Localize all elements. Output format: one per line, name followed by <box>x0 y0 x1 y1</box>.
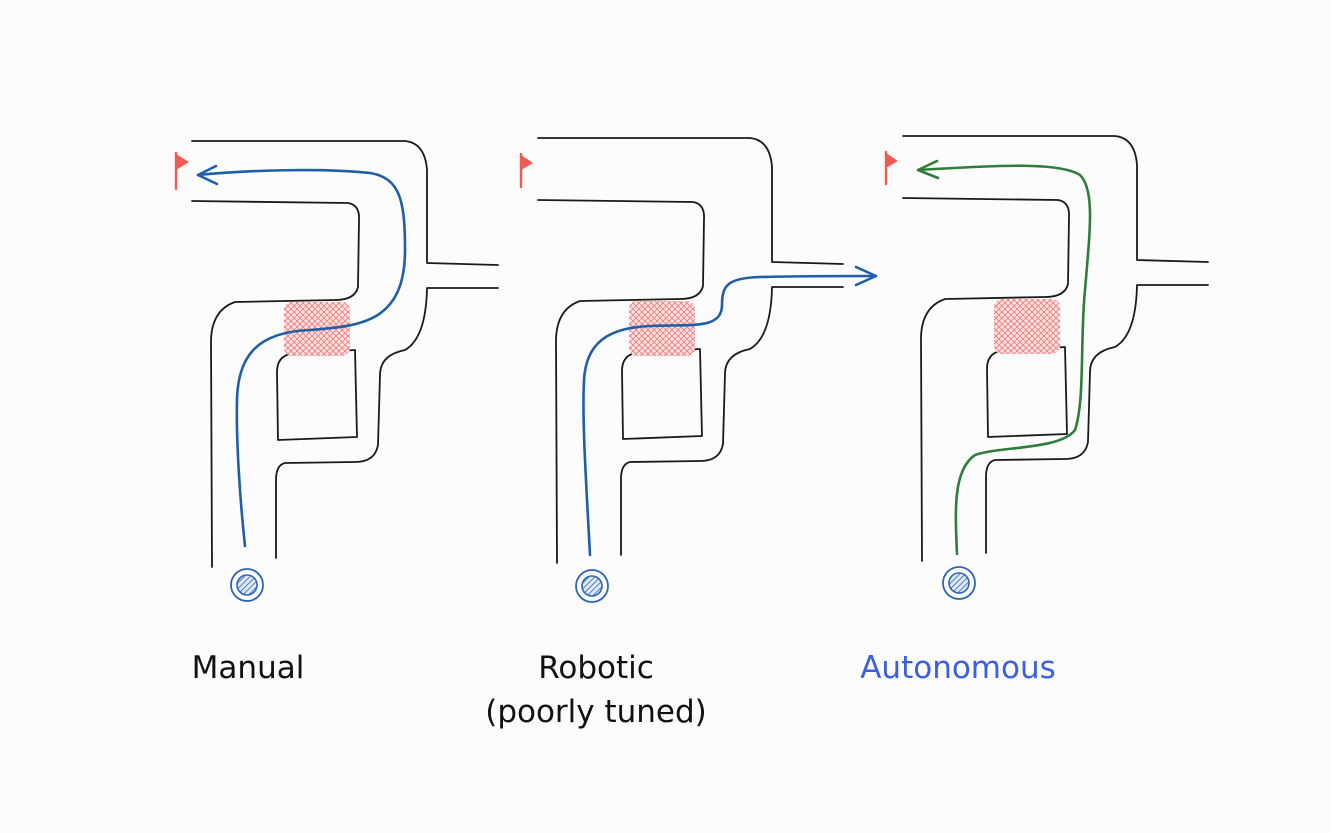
flag-icon <box>174 151 189 191</box>
hazard-zone <box>629 301 695 356</box>
track-walls <box>902 135 1209 562</box>
flag-icon <box>519 152 533 189</box>
caption-line: Robotic <box>538 650 654 686</box>
autonomous-path <box>916 164 1092 556</box>
caption-autonomous: Autonomous <box>838 646 1078 690</box>
arrow-head <box>854 265 878 287</box>
panel-manual <box>174 140 499 602</box>
start-marker-icon <box>230 568 264 602</box>
caption-line: Manual <box>191 650 305 686</box>
panel-robotic <box>519 137 878 603</box>
caption-line: (poorly tuned) <box>485 694 707 730</box>
caption-manual: Manual <box>148 646 348 690</box>
arrow-head <box>916 159 940 180</box>
panel-autonomous <box>884 135 1209 600</box>
arrow-head <box>196 164 219 186</box>
start-marker-icon <box>942 566 976 600</box>
start-marker-icon <box>575 569 609 603</box>
caption-robotic: Robotic (poorly tuned) <box>466 646 726 734</box>
hazard-zone <box>994 299 1060 354</box>
robotic-path <box>582 274 878 557</box>
flag-icon <box>884 150 898 186</box>
caption-line: Autonomous <box>860 650 1056 686</box>
manual-path <box>196 168 407 548</box>
track-walls <box>537 137 844 564</box>
